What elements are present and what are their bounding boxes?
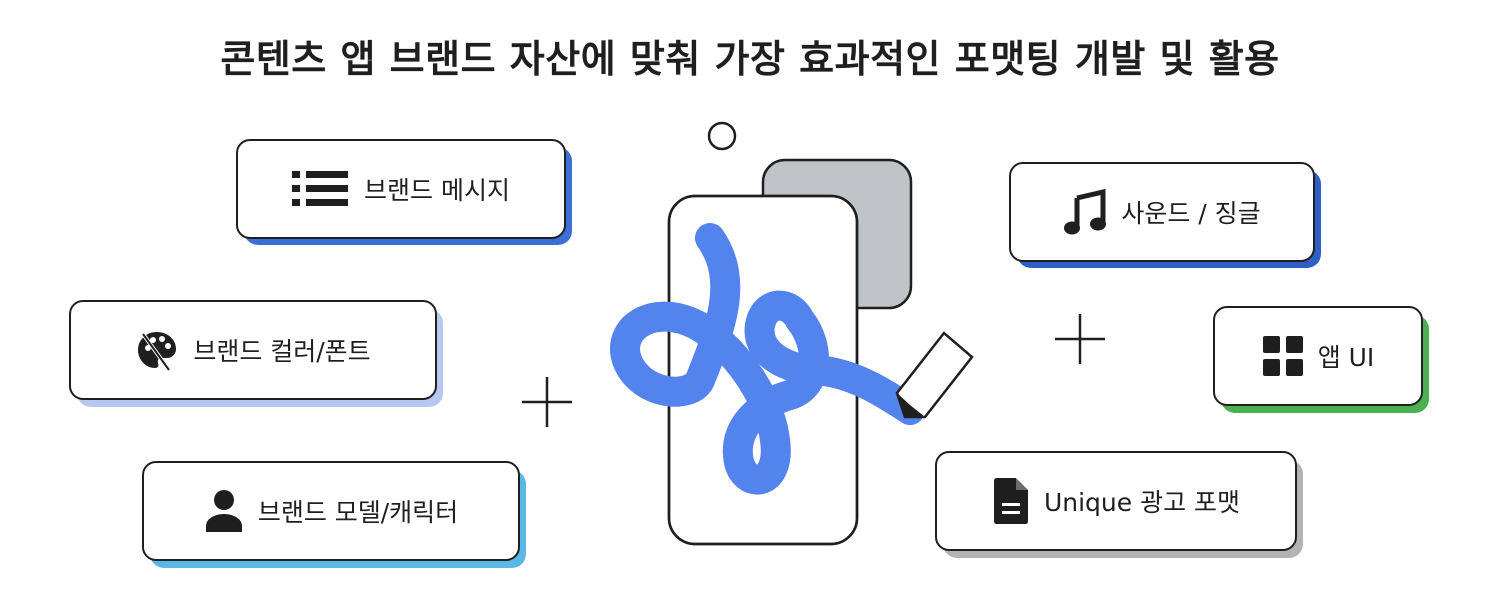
sound-jingle-label: 사운드 / 징글	[1121, 199, 1261, 228]
app-ui-label: 앱 UI	[1317, 343, 1375, 372]
brand-message-label: 브랜드 메시지	[364, 176, 510, 205]
unique-ad-format-card: Unique 광고 포맷	[935, 451, 1297, 551]
plus-icon	[1055, 314, 1105, 364]
sound-jingle-card: 사운드 / 징글	[1009, 162, 1315, 262]
brand-model-character-card: 브랜드 모델/캐릭터	[142, 461, 520, 561]
music-note-icon	[1063, 188, 1107, 236]
brand-model-character-label: 브랜드 모델/캐릭터	[257, 498, 459, 527]
app-ui-card: 앱 UI	[1213, 306, 1423, 406]
app-grid-icon	[1262, 335, 1304, 377]
palette-icon	[135, 328, 179, 372]
loop-swirl	[610, 223, 925, 495]
unique-ad-format-label: Unique 광고 포맷	[1043, 488, 1241, 517]
brand-color-font-label: 브랜드 컬러/폰트	[193, 337, 371, 366]
person-icon	[204, 488, 244, 534]
plus-icon	[522, 377, 572, 427]
document-icon	[992, 477, 1030, 525]
brand-color-font-card: 브랜드 컬러/폰트	[69, 300, 437, 400]
page-title: 콘텐츠 앱 브랜드 자산에 맞춰 가장 효과적인 포맷팅 개발 및 활용	[220, 37, 1280, 81]
brand-message-card: 브랜드 메시지	[236, 139, 566, 239]
small-circle-icon	[707, 121, 737, 151]
list-icon	[292, 169, 350, 209]
pencil-icon	[895, 331, 974, 419]
